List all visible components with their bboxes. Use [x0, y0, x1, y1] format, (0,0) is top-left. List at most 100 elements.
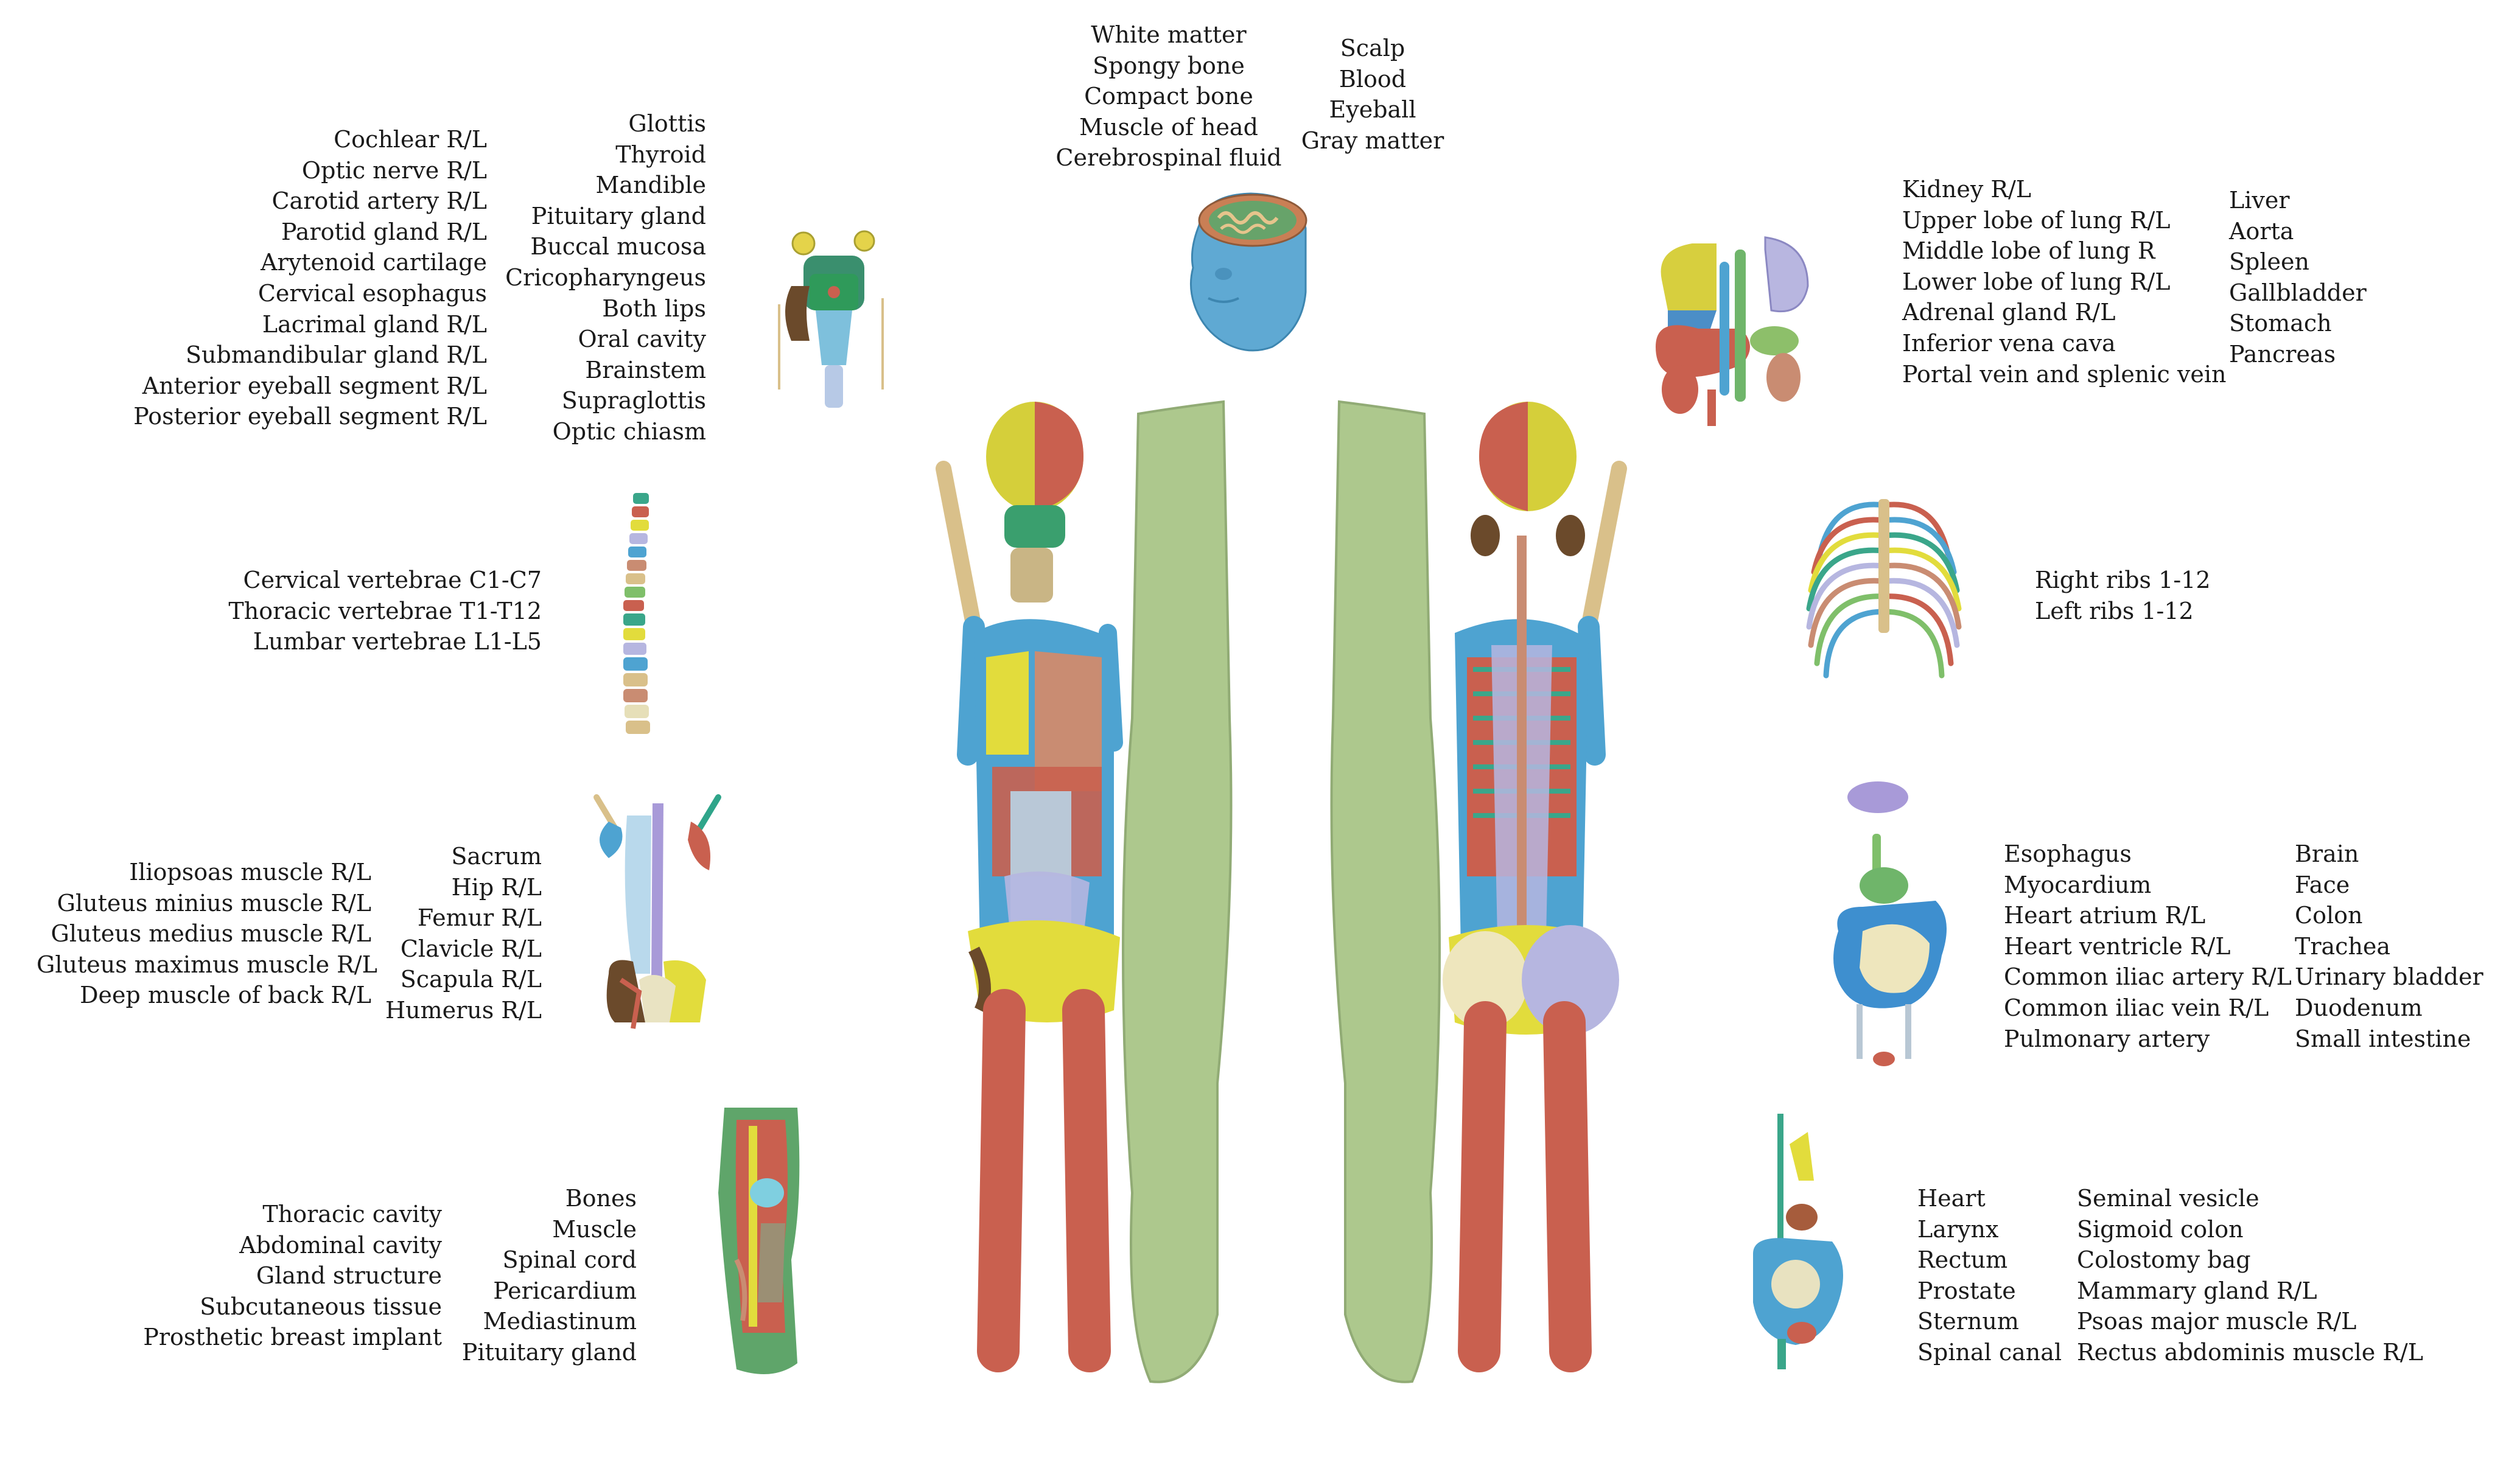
label: Brainstem	[585, 356, 706, 383]
label: Cervical esophagus	[257, 279, 487, 307]
label: Femur R/L	[417, 904, 542, 932]
label: Cervical vertebrae C1-C7	[243, 567, 542, 593]
label: Abdominal cavity	[239, 1231, 442, 1259]
label: Humerus R/L	[385, 996, 542, 1024]
label: Face	[2295, 871, 2350, 898]
headneck-labels-b: Glottis Thyroid Mandible Pituitary gland…	[499, 108, 706, 447]
label: Gluteus maximus muscle R/L	[37, 951, 377, 978]
label: Anterior eyeball segment R/L	[142, 372, 487, 399]
label: Clavicle R/L	[400, 935, 542, 962]
label: Small intestine	[2295, 1025, 2471, 1052]
pelvic-render	[1753, 1114, 1843, 1369]
label: Scalp	[1340, 35, 1405, 61]
ribs-labels: Right ribs 1-12 Left ribs 1-12	[2035, 565, 2230, 626]
label: Scapula R/L	[400, 966, 542, 993]
label: Eyeball	[1329, 96, 1416, 124]
label: Oral cavity	[578, 326, 706, 353]
label: White matter	[1091, 21, 1247, 48]
label: Brain	[2295, 840, 2359, 867]
label: Rectum	[1917, 1246, 2008, 1274]
label: Subcutaneous tissue	[200, 1293, 442, 1320]
label: Sternum	[1917, 1308, 2019, 1335]
abdomen-render	[1656, 236, 1809, 426]
label: Spongy bone	[1093, 52, 1245, 79]
label: Liver	[2229, 187, 2290, 214]
label: Trachea	[2295, 932, 2391, 960]
label: Carotid artery R/L	[271, 187, 487, 215]
label: Arytenoid cartilage	[261, 249, 487, 276]
label: Bones	[565, 1185, 637, 1212]
label: Lacrimal gland R/L	[262, 310, 487, 338]
head-labels-b: Scalp Blood Eyeball Gray matter	[1297, 33, 1449, 156]
label: Pituitary gland	[531, 202, 706, 229]
label: Pulmonary artery	[2004, 1025, 2210, 1052]
vertebrae	[623, 493, 650, 734]
label: Seminal vesicle	[2077, 1185, 2259, 1212]
label: Spleen	[2229, 248, 2309, 276]
label: Spinal canal	[1917, 1338, 2062, 1366]
label: Middle lobe of lung R	[1902, 237, 2155, 265]
pelvic-labels-b: Seminal vesicle Sigmoid colon Colostomy …	[2077, 1183, 2423, 1368]
label: Left ribs 1-12	[2035, 597, 2194, 624]
label: Lower lobe of lung R/L	[1902, 268, 2171, 295]
label: Thoracic vertebrae T1-T12	[228, 597, 542, 624]
label: Heart ventricle R/L	[2004, 932, 2231, 960]
label: Lumbar vertebrae L1-L5	[253, 628, 542, 655]
label: Gray matter	[1301, 127, 1444, 154]
pelvis-render	[593, 794, 721, 1029]
label: Cricopharyngeus	[505, 264, 706, 291]
label: Supraglottis	[561, 387, 706, 414]
label: Gland structure	[256, 1262, 442, 1290]
label: Optic nerve R/L	[301, 156, 487, 184]
label: Adrenal gland R/L	[1902, 299, 2116, 326]
head-labels-a: White matter Spongy bone Compact bone Mu…	[1053, 19, 1284, 173]
label: Thoracic cavity	[262, 1201, 442, 1228]
label: Cochlear R/L	[334, 126, 487, 153]
label: Gluteus medius muscle R/L	[51, 920, 371, 948]
label: Esophagus	[2004, 840, 2132, 867]
body-anterior-render	[936, 400, 1233, 1383]
label: Compact bone	[1084, 83, 1253, 110]
label: Pituitary gland	[461, 1338, 637, 1366]
label: Mandible	[595, 172, 706, 199]
headneck-labels-a: Cochlear R/L Optic nerve R/L Carotid art…	[110, 124, 487, 432]
label: Heart	[1917, 1185, 1986, 1212]
label: Both lips	[602, 295, 706, 322]
label: Parotid gland R/L	[281, 218, 487, 245]
label: Iliopsoas muscle R/L	[129, 859, 371, 885]
label: Larynx	[1917, 1215, 1999, 1243]
label: Inferior vena cava	[1902, 329, 2116, 357]
label: Buccal mucosa	[530, 233, 706, 260]
label: Psoas major muscle R/L	[2077, 1308, 2357, 1335]
label: Cerebrospinal fluid	[1055, 144, 1282, 172]
ribcage-render	[1806, 499, 1962, 679]
headneck-render	[778, 230, 884, 408]
label: Kidney R/L	[1902, 176, 2032, 203]
tissue-labels-a: Thoracic cavity Abdominal cavity Gland s…	[140, 1199, 442, 1353]
label: Posterior eyeball segment R/L	[133, 403, 487, 430]
label: Thyroid	[615, 141, 706, 168]
label: Upper lobe of lung R/L	[1902, 206, 2171, 234]
label: Deep muscle of back R/L	[80, 982, 371, 1009]
pelvic-labels-a: Heart Larynx Rectum Prostate Sternum Spi…	[1917, 1183, 2063, 1368]
tissue-labels-b: Bones Muscle Spinal cord Pericardium Med…	[450, 1183, 637, 1368]
pelvis-labels-b: Sacrum Hip R/L Femur R/L Clavicle R/L Sc…	[377, 841, 542, 1026]
label: Muscle of head	[1079, 113, 1258, 141]
label: Gluteus minius muscle R/L	[57, 889, 371, 917]
label: Prosthetic breast implant	[143, 1324, 442, 1351]
organs-labels-a: Esophagus Myocardium Heart atrium R/L He…	[2004, 839, 2292, 1054]
label: Stomach	[2229, 310, 2332, 337]
body-posterior-render	[1330, 400, 1627, 1383]
label: Colon	[2295, 902, 2363, 929]
label: Muscle	[552, 1215, 637, 1243]
label: Mediastinum	[483, 1308, 637, 1335]
label: Colostomy bag	[2077, 1246, 2251, 1274]
abdomen-labels-b: Liver Aorta Spleen Gallbladder Stomach P…	[2229, 185, 2387, 370]
tissue-render	[718, 1108, 800, 1374]
abdomen-labels-a: Kidney R/L Upper lobe of lung R/L Middle…	[1902, 174, 2243, 389]
label: Common iliac vein R/L	[2004, 994, 2269, 1021]
label: Sigmoid colon	[2077, 1215, 2244, 1243]
label: Rectus abdominis muscle R/L	[2077, 1338, 2423, 1366]
label: Hip R/L	[451, 873, 542, 901]
label: Pancreas	[2229, 340, 2336, 368]
